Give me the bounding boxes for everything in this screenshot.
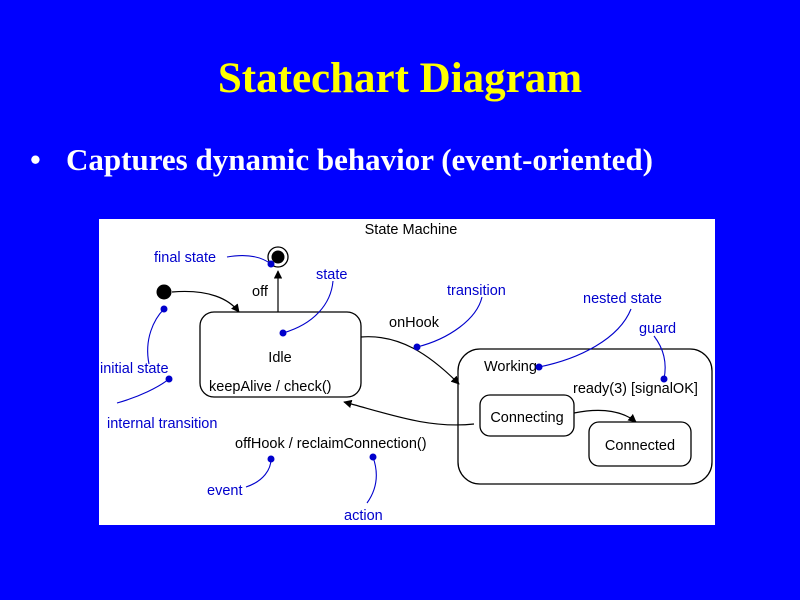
annotation-final-state: final state [154,250,216,266]
transition-pointer-dot [413,343,421,351]
state-idle [199,311,362,398]
state-connected [588,421,692,467]
ready-transition-arrow [573,409,637,423]
transition-pointer [416,296,483,348]
bullet-dot: • [30,142,41,177]
guard-pointer [653,335,666,380]
statechart-diagram: State Machine Idle keepAlive / check() W… [99,219,715,525]
annotation-guard: guard [639,321,676,337]
guard-pointer-dot [660,375,668,383]
nested-state-pointer-dot [535,363,543,371]
action-pointer-dot [369,453,377,461]
bullet-point: • Captures dynamic behavior (event-orient… [30,140,653,180]
annotation-internal-transition: internal transition [107,416,217,432]
initial-transition-arrow [171,290,240,313]
on-hook-label: onHook [389,315,440,331]
annotation-action: action [344,508,383,524]
state-pointer [282,280,334,334]
initial-state-icon [156,284,172,300]
nested-state-pointer [538,308,632,368]
state-connecting-name: Connecting [490,410,563,426]
initial-state-pointer [147,308,165,365]
action-pointer [366,456,377,504]
off-hook-transition-arrow [343,399,475,426]
final-state-pointer [226,254,272,265]
annotation-event: event [207,483,242,499]
bullet-text: Captures dynamic behavior (event-oriente… [66,142,653,177]
initial-state-pointer-dot [160,305,168,313]
state-connected-name: Connected [605,438,675,454]
on-hook-transition-arrow [360,336,460,385]
final-state-pointer-dot [267,260,275,268]
diagram-heading: State Machine [365,222,458,238]
off-hook-label: offHook / reclaimConnection() [235,436,427,452]
internal-transition-pointer-dot [165,375,173,383]
annotation-nested-state: nested state [583,291,662,307]
state-idle-name: Idle [268,350,291,366]
internal-transition-label: keepAlive / check() [209,379,332,395]
state-pointer-dot [279,329,287,337]
annotation-initial-state: initial state [100,361,169,377]
state-working-name: Working [484,359,537,375]
annotation-state: state [316,267,347,283]
final-state-icon [267,246,289,268]
annotation-transition: transition [447,283,506,299]
off-transition-label: off [252,284,269,300]
state-connecting [479,394,575,437]
internal-transition-pointer [116,378,170,404]
event-pointer-dot [267,455,275,463]
slide-title: Statechart Diagram [217,55,583,102]
ready-transition-label: ready(3) [signalOK] [573,381,698,397]
event-pointer [245,458,272,488]
